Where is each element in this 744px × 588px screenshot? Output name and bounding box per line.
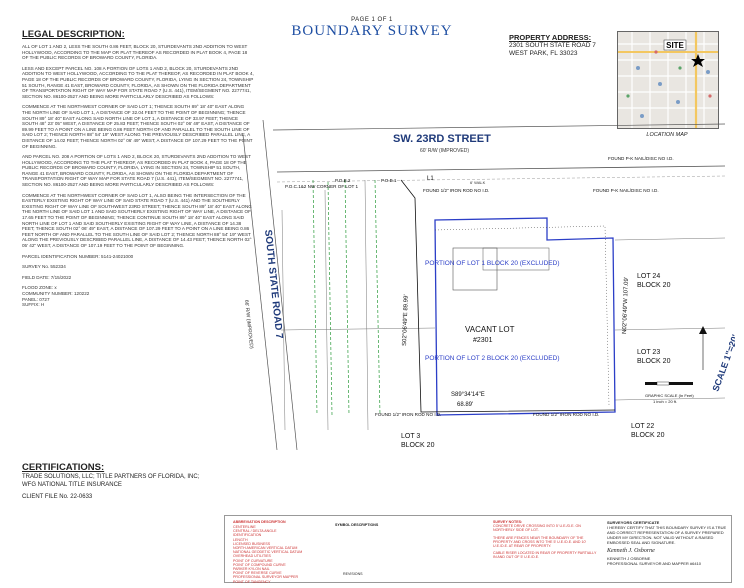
legal-description: ALL OF LOT 1 AND 2, LESS THE SOUTH 0.86 … <box>22 44 254 308</box>
legend-box: ABBREVIATION DESCRIPTION CENTERLINE CENT… <box>224 515 732 584</box>
panel: PANEL: 0727 <box>22 296 50 302</box>
street-top-sub: 60' R/W (IMPROVED) <box>420 148 469 154</box>
location-map-caption: LOCATION MAP <box>646 132 688 138</box>
bearing-bottom: S89°34'14"E <box>451 392 485 398</box>
bearing-mid: S02°06'49"E 89.99' <box>402 294 410 346</box>
location-map-graphic: SITE <box>618 32 718 128</box>
site-label: SITE <box>666 41 684 50</box>
found-iron-1: FOUND 1/2" IRON ROD NO I.D. <box>423 188 489 193</box>
certifications: TRADE SOLUTIONS, LLC; TITLE PARTNERS OF … <box>22 474 222 489</box>
pob1-label: P.O.B.1 <box>381 178 397 183</box>
graphic-scale-sub: 1 inch = 20 ft. <box>653 399 677 404</box>
abbreviation-item: LENGTH <box>233 537 248 542</box>
certifications-heading: CERTIFICATIONS: <box>22 462 105 473</box>
walk-label: 6' WALK <box>470 180 486 185</box>
location-map: SITE <box>617 31 719 129</box>
abbreviation-item: CENTERLINE <box>233 525 256 529</box>
property-address: PROPERTY ADDRESS: 2301 SOUTH STATE ROAD … <box>509 34 596 58</box>
client-file: CLIENT FILE No. 22-0633 <box>22 494 93 500</box>
symbols-heading: SYMBOL DESCRIPTIONS <box>335 523 379 527</box>
abbreviation-item: NORTH AMERICAN VERTICAL DATUM <box>233 546 298 551</box>
pob2-label: P.O.B.2 <box>335 178 351 183</box>
suffix: SUFFIX: H <box>22 302 45 308</box>
portion-lot2-label: PORTION OF LOT 2 BLOCK 20 (EXCLUDED) <box>425 355 560 362</box>
legal-paragraph: LESS AND EXCEPT PARCEL NO. 108 A PORTION… <box>22 65 254 99</box>
abbreviation-item: LICENSED BUSINESS <box>233 541 271 546</box>
graphic-scale-bar <box>645 381 693 386</box>
lot24-block: BLOCK 20 <box>637 282 671 289</box>
address-line2: WEST PARK, FL 33023 <box>509 50 578 57</box>
abbreviation-item: CENTRAL / DELTA ANGLE <box>233 529 277 534</box>
page-number: PAGE 1 OF 1 <box>351 17 393 23</box>
surveyor-title: PROFESSIONAL SURVEYOR AND MAPPER #6410 <box>607 561 702 566</box>
surveyor-text: I HEREBY CERTIFY THAT THIS BOUNDARY SURV… <box>607 525 727 545</box>
poc-label: P.O.C.1&2 NW CORNER OF LOT 1 <box>285 184 359 189</box>
survey-notes: SURVEY NOTES: CONCRETE DRIVE CROSSING IN… <box>493 520 598 560</box>
abbreviation-item: POINT OF REVERSE CURVE <box>233 571 282 576</box>
lot3-label: LOT 3 <box>401 433 420 440</box>
vacant-lot-number: #2301 <box>473 337 493 344</box>
community-number: COMMUNITY NUMBER: 120222 <box>22 290 90 296</box>
found-pk-2: FOUND P-K NAIL/DISC NO I.D. <box>593 188 659 193</box>
abbreviation-item: PARKER KYLON NAIL <box>233 567 270 572</box>
lot3-block: BLOCK 20 <box>401 442 435 449</box>
survey-notes-heading: SURVEY NOTES: <box>493 520 523 524</box>
lot24-label: LOT 24 <box>637 273 660 280</box>
survey-note: CONCRETE DRIVE CROSSING INTO 5' U.E./D.E… <box>493 524 581 533</box>
l1-label: L1 <box>427 176 434 182</box>
abbreviation-item: OVERHEAD UTILITIES <box>233 554 271 559</box>
bearing-right: N02°06'49"W 107.09' <box>622 277 630 334</box>
abbreviation-item: POINT OF TANGENCY <box>233 579 271 584</box>
parcel-id: PARCEL IDENTIFICATION NUMBER: 5141-24021… <box>22 253 134 259</box>
address-heading: PROPERTY ADDRESS: <box>509 33 592 42</box>
surveyor-signature: Kenneth J. Osborne <box>607 548 655 554</box>
legal-paragraph: COMMENCE AT THE NORTHWEST CORNER OF SAID… <box>22 192 252 248</box>
certification-line: TRADE SOLUTIONS, LLC; TITLE PARTNERS OF … <box>22 474 200 480</box>
portion-lot1-label: PORTION OF LOT 1 BLOCK 20 (EXCLUDED) <box>425 260 560 267</box>
graphic-scale-label: GRAPHIC SCALE (In Feet) <box>645 393 694 398</box>
legal-paragraph: COMMENCE AT THE NORTHWEST CORNER OF SAID… <box>22 104 253 149</box>
road-left-sub: 66' R/W (IMPROVED) <box>243 300 254 350</box>
address-line1: 2301 SOUTH STATE ROAD 7 <box>509 42 596 49</box>
road-left-label: SOUTH STATE ROAD 7 <box>262 229 284 340</box>
abbreviation-item: POINT OF COMPOUND CURVE <box>233 562 286 567</box>
lot22-block: BLOCK 20 <box>631 432 665 439</box>
scale-label: SCALE 1"=20' <box>710 333 735 393</box>
abbreviation-item: IDENTIFICATION <box>233 533 262 538</box>
legal-description-heading: LEGAL DESCRIPTION: <box>22 29 125 40</box>
north-arrow-icon <box>699 326 707 370</box>
lot23-label: LOT 23 <box>637 349 660 356</box>
street-top-label: SW. 23RD STREET <box>393 133 491 145</box>
lot22-label: LOT 22 <box>631 423 654 430</box>
document-title: BOUNDARY SURVEY <box>291 23 453 39</box>
legal-paragraph: ALL OF LOT 1 AND 2, LESS THE SOUTH 0.86 … <box>22 44 248 61</box>
boundary-plan: SW. 23RD STREET 60' R/W (IMPROVED) SOUTH… <box>242 120 735 450</box>
abbreviation-item: POINT OF CURVATURE <box>233 558 273 563</box>
site-star-icon <box>691 54 705 67</box>
found-iron-2: FOUND 1/2" IRON ROD NO I.D. <box>375 412 441 417</box>
survey-number: SURVEY No. 552334 <box>22 264 66 270</box>
survey-note: CABLE RISER LOCATED IN REAR OF PROPERTY … <box>493 551 597 560</box>
surveyor-name: KENNETH J OSBORNE <box>607 556 651 561</box>
found-iron-3: FOUND 1/2" IRON ROD NO I.D. <box>533 412 599 417</box>
abbreviation-item: PROFESSIONAL SURVEYOR MAPPER <box>233 575 299 580</box>
surveyor-certificate: SURVEYORS CERTIFICATE I HEREBY CERTIFY T… <box>607 520 727 566</box>
found-pk-1: FOUND P-K NAIL/DISC NO I.D. <box>608 156 674 161</box>
abbreviation-heading: ABBREVIATION DESCRIPTION <box>233 520 286 524</box>
abbreviation-item: NATIONAL GEODETIC VERTICAL DATUM <box>233 550 303 555</box>
abbreviation-list: CENTERLINE CENTRAL / DELTA ANGLE IDENTIF… <box>233 525 329 584</box>
flood-zone: FLOOD ZONE: x <box>22 285 57 291</box>
certification-line: WFG NATIONAL TITLE INSURANCE <box>22 481 122 488</box>
revisions-label: REVISIONS <box>343 572 363 576</box>
field-date: FIELD DATE: 7/15/2022 <box>22 274 72 280</box>
surveyor-heading: SURVEYORS CERTIFICATE <box>607 520 660 525</box>
lot23-block: BLOCK 20 <box>637 358 671 365</box>
dim-bottom: 68.89' <box>457 402 473 408</box>
legal-paragraph: AND PARCEL NO. 208 A PORTION OF LOTS 1 A… <box>22 154 251 188</box>
vacant-lot-label: VACANT LOT <box>465 325 515 334</box>
survey-note: THERE ARE FENCES NEAR THE BOUNDARY OF TH… <box>493 535 587 549</box>
